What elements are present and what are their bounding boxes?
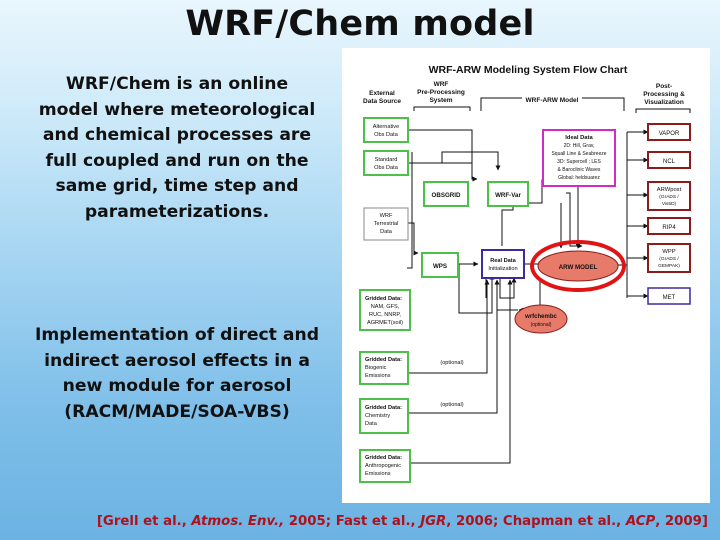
- box-arwpost: ARWpost (GrADS / Vis5D): [647, 181, 691, 211]
- description-line: full coupled and run on the: [45, 150, 309, 171]
- aerosol-line: (RACM/MADE/SOA-VBS): [64, 401, 290, 422]
- svg-text:WPP: WPP: [662, 249, 675, 255]
- header-wrf-arw: WRF-ARW Model: [526, 97, 579, 104]
- svg-text:Gridded Data:: Gridded Data:: [365, 296, 402, 302]
- box-ncl: NCL: [647, 151, 691, 169]
- svg-text:Gridded Data:: Gridded Data:: [365, 455, 402, 461]
- svg-text:Data: Data: [380, 229, 393, 235]
- svg-text:Vis5D): Vis5D): [662, 201, 677, 207]
- optional-label-biogenic: (optional): [440, 360, 463, 366]
- svg-text:ARWpost: ARWpost: [657, 187, 682, 193]
- box-wrf-var: WRF-Var: [487, 181, 529, 207]
- svg-text:& Baroclinic Waves: & Baroclinic Waves: [558, 167, 601, 173]
- box-alternative-obs: Alternative Obs Data: [363, 117, 409, 143]
- aerosol-line: new module for aerosol: [62, 376, 292, 396]
- svg-text:(GrADS /: (GrADS /: [659, 194, 679, 200]
- svg-text:Emissions: Emissions: [365, 373, 391, 379]
- svg-text:Obs Data: Obs Data: [374, 165, 399, 171]
- svg-text:Chemistry: Chemistry: [365, 413, 390, 419]
- svg-text:3D: Supercell ; LES: 3D: Supercell ; LES: [557, 159, 601, 165]
- svg-text:WPS: WPS: [433, 263, 447, 270]
- box-met: MET: [647, 287, 691, 305]
- box-ideal-data: Ideal Data 2D: Hill, Grav, Squall Line &…: [542, 129, 616, 187]
- svg-text:2D: Hill, Grav,: 2D: Hill, Grav,: [564, 143, 595, 149]
- citation: [Grell et al., Atmos. Env., 2005; Fast e…: [96, 514, 708, 529]
- aerosol-paragraph: Implementation of direct and indirect ae…: [18, 323, 336, 425]
- header-post-line3: Visualization: [644, 99, 684, 106]
- slide-title: WRF/Chem model: [185, 4, 535, 44]
- svg-text:WRF-Var: WRF-Var: [495, 192, 521, 199]
- svg-text:VAPOR: VAPOR: [659, 131, 680, 137]
- header-brackets: [413, 97, 691, 113]
- aerosol-line: Implementation of direct and: [34, 325, 320, 345]
- svg-text:OBSGRID: OBSGRID: [432, 192, 461, 199]
- svg-text:Obs Data: Obs Data: [374, 132, 399, 138]
- optional-label-chemistry: (optional): [440, 402, 463, 408]
- description-line: WRF/Chem is an online: [65, 74, 289, 94]
- header-wrf-pre-line3: System: [429, 97, 452, 104]
- flowchart-diagram: WRF-ARW Modeling System Flow Chart Exter…: [359, 64, 691, 483]
- box-gridded-anthropogenic: Gridded Data: Anthropogenic Emissions: [359, 449, 411, 483]
- description-paragraph: WRF/Chem is an online model where meteor…: [18, 72, 336, 225]
- box-gridded-chemistry: Gridded Data: Chemistry Data: [359, 398, 409, 434]
- svg-text:Gridded Data:: Gridded Data:: [365, 357, 402, 363]
- description-line: parameterizations.: [84, 201, 270, 222]
- svg-text:Emissions: Emissions: [365, 471, 391, 477]
- header-external-line2: Data Source: [363, 98, 401, 105]
- description-line: same grid, time step and: [55, 176, 299, 196]
- header-post-line2: Processing &: [643, 91, 685, 98]
- box-gridded-met: Gridded Data: NAM, GFS, RUC, NNRP, AGRME…: [359, 289, 411, 331]
- header-post-line1: Post-: [656, 83, 672, 90]
- box-real-data: Real Data Initialization: [481, 249, 525, 279]
- svg-text:Ideal Data: Ideal Data: [565, 135, 593, 141]
- svg-text:Real Data: Real Data: [490, 258, 516, 264]
- header-wrf-pre-line1: WRF: [434, 81, 449, 88]
- box-wpp: WPP (GrADS / GEMPAK): [647, 243, 691, 273]
- svg-text:AGRMET(soil): AGRMET(soil): [367, 320, 403, 326]
- box-rip4: RIP4: [647, 217, 691, 235]
- svg-text:Initialization: Initialization: [488, 266, 517, 272]
- box-standard-obs: Standard Obs Data: [363, 150, 409, 176]
- arw-model: ARW MODEL: [537, 250, 619, 282]
- svg-text:ARW MODEL: ARW MODEL: [559, 264, 598, 271]
- svg-text:wrfchembc: wrfchembc: [524, 314, 557, 320]
- svg-text:MET: MET: [663, 295, 676, 301]
- svg-text:Standard: Standard: [375, 157, 398, 163]
- flowchart-title: WRF-ARW Modeling System Flow Chart: [429, 64, 628, 76]
- box-obsgrid: OBSGRID: [423, 181, 469, 207]
- svg-text:Biogenic: Biogenic: [365, 365, 387, 371]
- svg-text:Terrestrial: Terrestrial: [374, 221, 399, 227]
- svg-text:Squall Line & Seabreeze: Squall Line & Seabreeze: [551, 151, 606, 157]
- svg-text:Data: Data: [365, 421, 378, 427]
- description-line: and chemical processes are: [42, 125, 312, 145]
- svg-text:(GrADS /: (GrADS /: [659, 256, 679, 262]
- svg-text:Anthropogenic: Anthropogenic: [365, 463, 401, 469]
- svg-text:WRF: WRF: [380, 213, 393, 219]
- flowchart-panel: WRF-ARW Modeling System Flow Chart Exter…: [342, 48, 710, 503]
- svg-text:RIP4: RIP4: [662, 225, 676, 231]
- svg-text:NAM, GFS,: NAM, GFS,: [371, 304, 400, 310]
- svg-text:RUC, NNRP,: RUC, NNRP,: [369, 312, 401, 318]
- box-vapor: VAPOR: [647, 123, 691, 141]
- svg-text:Gridded Data:: Gridded Data:: [365, 405, 402, 411]
- box-wps: WPS: [421, 252, 459, 278]
- header-wrf-pre-line2: Pre-Processing: [417, 89, 465, 96]
- description-line: model where meteorological: [38, 99, 316, 120]
- svg-text:(optional): (optional): [531, 322, 552, 328]
- aerosol-line: indirect aerosol effects in a: [44, 350, 310, 371]
- svg-text:GEMPAK): GEMPAK): [658, 263, 680, 269]
- box-gridded-biogenic: Gridded Data: Biogenic Emissions: [359, 351, 409, 385]
- header-external-line1: External: [369, 90, 395, 97]
- svg-text:NCL: NCL: [663, 159, 676, 165]
- wrfchembc: wrfchembc (optional): [514, 304, 568, 334]
- svg-text:Global: heldsuarez: Global: heldsuarez: [558, 175, 600, 181]
- svg-text:Alternative: Alternative: [373, 124, 399, 130]
- box-wrf-terrestrial: WRF Terrestrial Data: [363, 207, 409, 241]
- arw-model-highlight-ring: [530, 240, 626, 292]
